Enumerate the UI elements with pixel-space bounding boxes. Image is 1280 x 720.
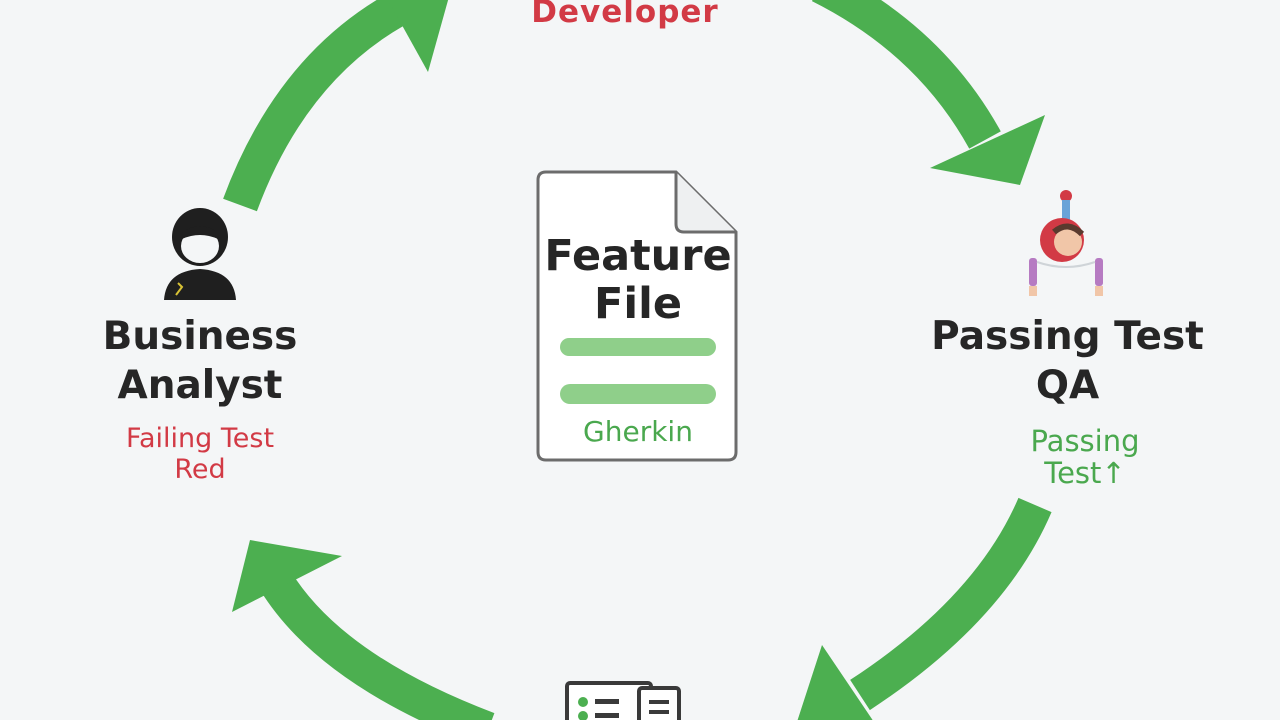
developer-label: Developer — [531, 0, 719, 30]
arrow-developer-to-qa — [811, 0, 1001, 149]
arrow-analyst-to-developer — [223, 0, 405, 212]
passing-test-line2: Test↑ — [1044, 456, 1126, 490]
failing-test-status: Failing Test Red — [80, 423, 320, 485]
document-icon — [536, 170, 738, 462]
passing-test-status: Passing Test↑ — [990, 425, 1180, 489]
feature-file-title-line1: Feature — [544, 231, 732, 281]
arrow-head-bottom-left — [232, 540, 342, 612]
arrow-head-bottom-right — [797, 645, 873, 720]
business-analyst-title: Business Analyst — [70, 312, 330, 410]
business-analyst-title-line1: Business — [102, 314, 298, 359]
document-bar-2 — [560, 384, 716, 404]
feature-file-title-line2: File — [593, 279, 682, 329]
qa-title: Passing Test QA — [905, 312, 1230, 410]
arrow-bottom-to-analyst — [259, 570, 495, 720]
qa-title-line2: QA — [1035, 363, 1100, 408]
document-bar-1 — [560, 338, 716, 356]
arrow-head-top-right — [930, 115, 1045, 185]
passing-test-line1: Passing — [1030, 424, 1140, 458]
person-icon — [164, 208, 236, 300]
feature-file-title: Feature File — [540, 232, 736, 328]
failing-test-line2: Red — [174, 454, 226, 485]
business-analyst-title-line2: Analyst — [117, 363, 283, 408]
character-icon — [1029, 190, 1103, 296]
gherkin-label: Gherkin — [583, 415, 693, 448]
failing-test-line1: Failing Test — [125, 423, 275, 454]
arrow-qa-to-bottom — [850, 497, 1052, 711]
checklist-icon — [565, 681, 681, 720]
qa-title-line1: Passing Test — [931, 314, 1204, 359]
arrow-head-top-left — [388, 0, 449, 72]
